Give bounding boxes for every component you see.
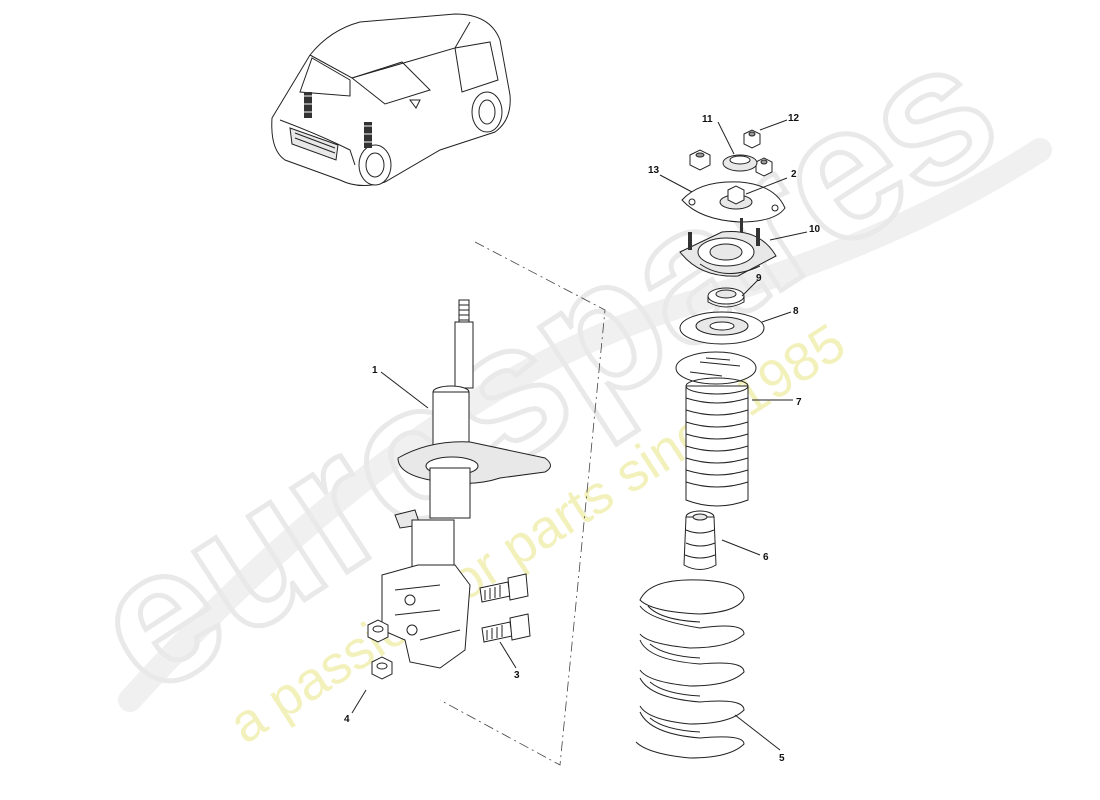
mounting-bolts — [479, 573, 531, 643]
leader-lines — [351, 119, 808, 751]
strut-bearing — [707, 287, 745, 308]
callout-9: 9 — [756, 273, 762, 284]
callout-5: 5 — [779, 753, 785, 764]
callout-4: 4 — [344, 714, 350, 725]
upper-strut-mount — [679, 218, 777, 277]
top-nuts — [689, 129, 773, 177]
watermark: eurospares a passion for parts since 198… — [54, 0, 1052, 755]
callout-12: 12 — [788, 113, 800, 124]
coil-spring — [635, 579, 745, 759]
assembly-boundary-line — [439, 241, 606, 766]
callout-11: 11 — [702, 114, 713, 125]
callout-labels: 1 2 3 4 5 6 7 8 9 10 11 12 13 — [344, 113, 821, 764]
vehicle-locator-illustration — [271, 13, 511, 186]
bump-stop — [683, 510, 717, 570]
watermark-swoosh — [118, 138, 1052, 712]
top-cover-plate — [681, 181, 786, 223]
callout-13: 13 — [648, 165, 660, 176]
callout-8: 8 — [793, 306, 799, 317]
strut-nuts — [367, 619, 393, 680]
callout-6: 6 — [763, 552, 769, 563]
callout-2: 2 — [791, 169, 797, 180]
callout-7: 7 — [796, 397, 802, 408]
callout-10: 10 — [809, 224, 821, 235]
callout-1: 1 — [372, 365, 378, 376]
watermark-brand: eurospares — [57, 0, 1032, 734]
upper-spring-seat — [679, 311, 765, 345]
strut-assembly — [381, 299, 551, 669]
dust-boot — [675, 351, 757, 507]
callout-3: 3 — [514, 670, 520, 681]
